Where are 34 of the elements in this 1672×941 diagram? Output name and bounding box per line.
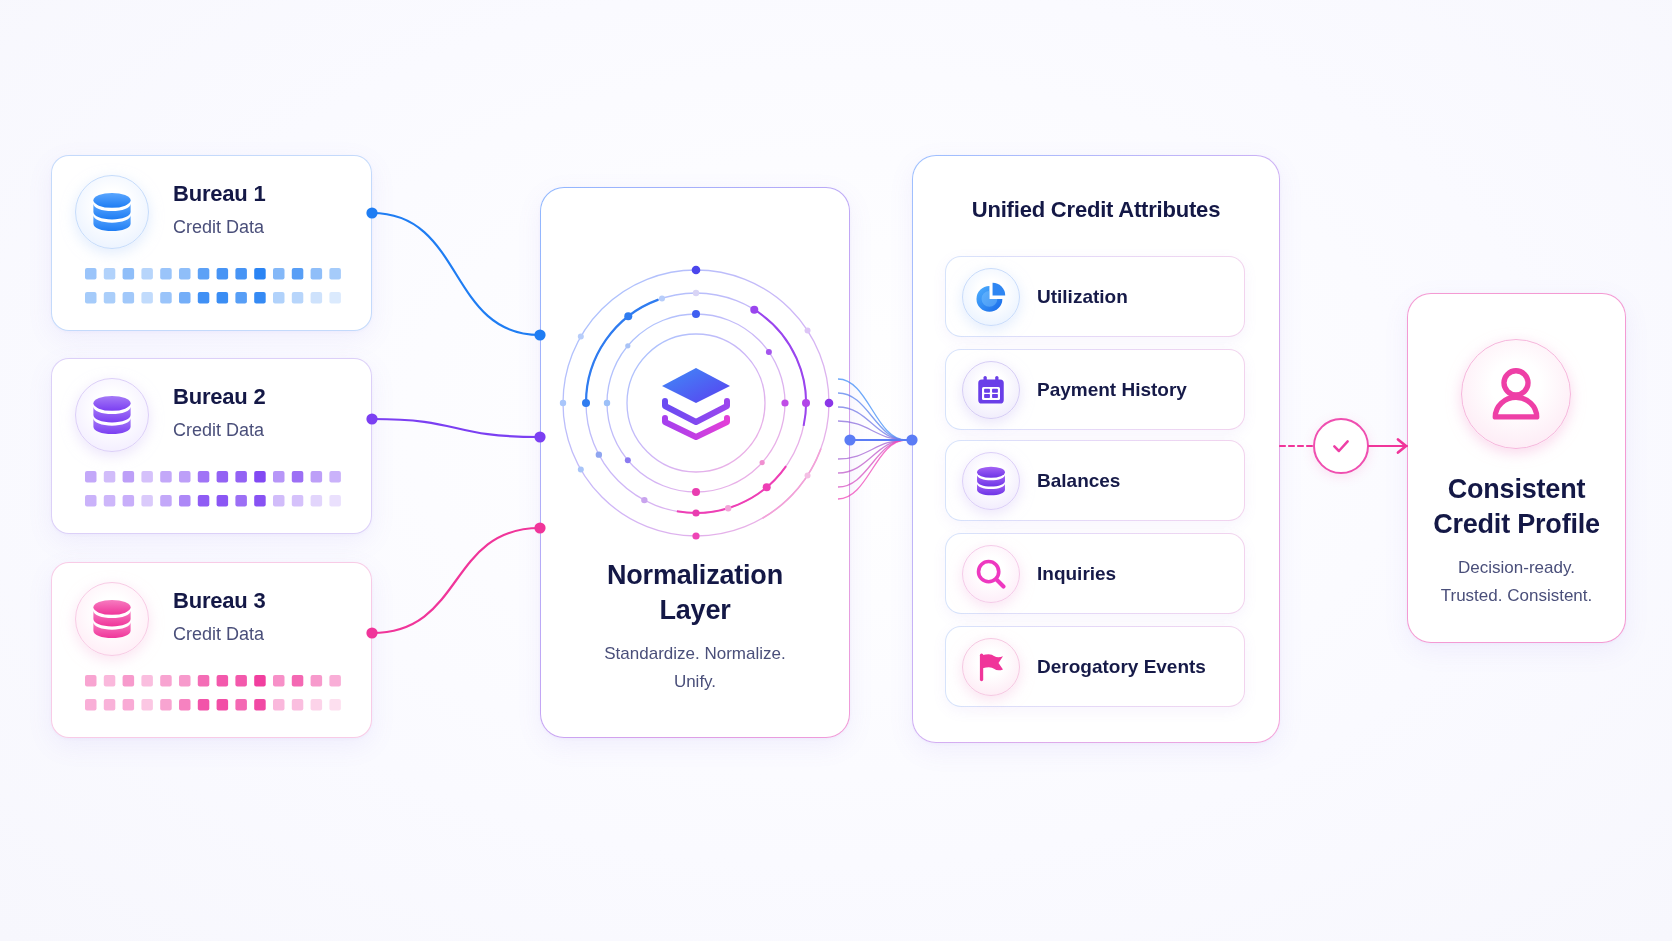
source-card — [51, 562, 372, 738]
attribute-label: Balances — [1037, 468, 1121, 493]
attribute-label: Inquiries — [1037, 561, 1117, 586]
source-subtitle: Credit Data — [173, 216, 265, 239]
source-card — [51, 358, 372, 534]
attribute-item — [945, 626, 1245, 707]
source-title: Bureau 1 — [173, 180, 266, 208]
process-title: Normalization Layer — [606, 559, 784, 627]
attribute-item — [945, 256, 1245, 337]
panel-heading: Unified Credit Attributes — [971, 196, 1221, 224]
connector — [366, 413, 546, 443]
profile-card — [1407, 293, 1626, 643]
connector — [1278, 444, 1315, 448]
process-card — [540, 187, 850, 738]
profile-title: Consistent Credit Profile — [1432, 473, 1601, 541]
source-subtitle: Credit Data — [173, 623, 265, 646]
source-card — [51, 155, 372, 331]
connector — [366, 522, 546, 639]
attribute-item — [945, 533, 1245, 614]
attribute-item — [945, 349, 1245, 430]
attribute-label: Payment History — [1037, 377, 1187, 402]
process-description: Standardize. Normalize. Unify. — [603, 643, 787, 693]
source-title: Bureau 3 — [173, 587, 266, 615]
circle-node — [1313, 418, 1369, 474]
arrow — [1367, 438, 1409, 454]
attribute-label: Utilization — [1037, 284, 1128, 309]
profile-description: Decision-ready. Trusted. Consistent. — [1439, 557, 1594, 607]
source-title: Bureau 2 — [173, 383, 266, 411]
attribute-label: Derogatory Events — [1037, 654, 1206, 679]
connector — [366, 207, 546, 341]
connector — [844, 434, 918, 446]
attributes-panel — [912, 155, 1280, 743]
source-subtitle: Credit Data — [173, 419, 265, 442]
attribute-item — [945, 440, 1245, 521]
